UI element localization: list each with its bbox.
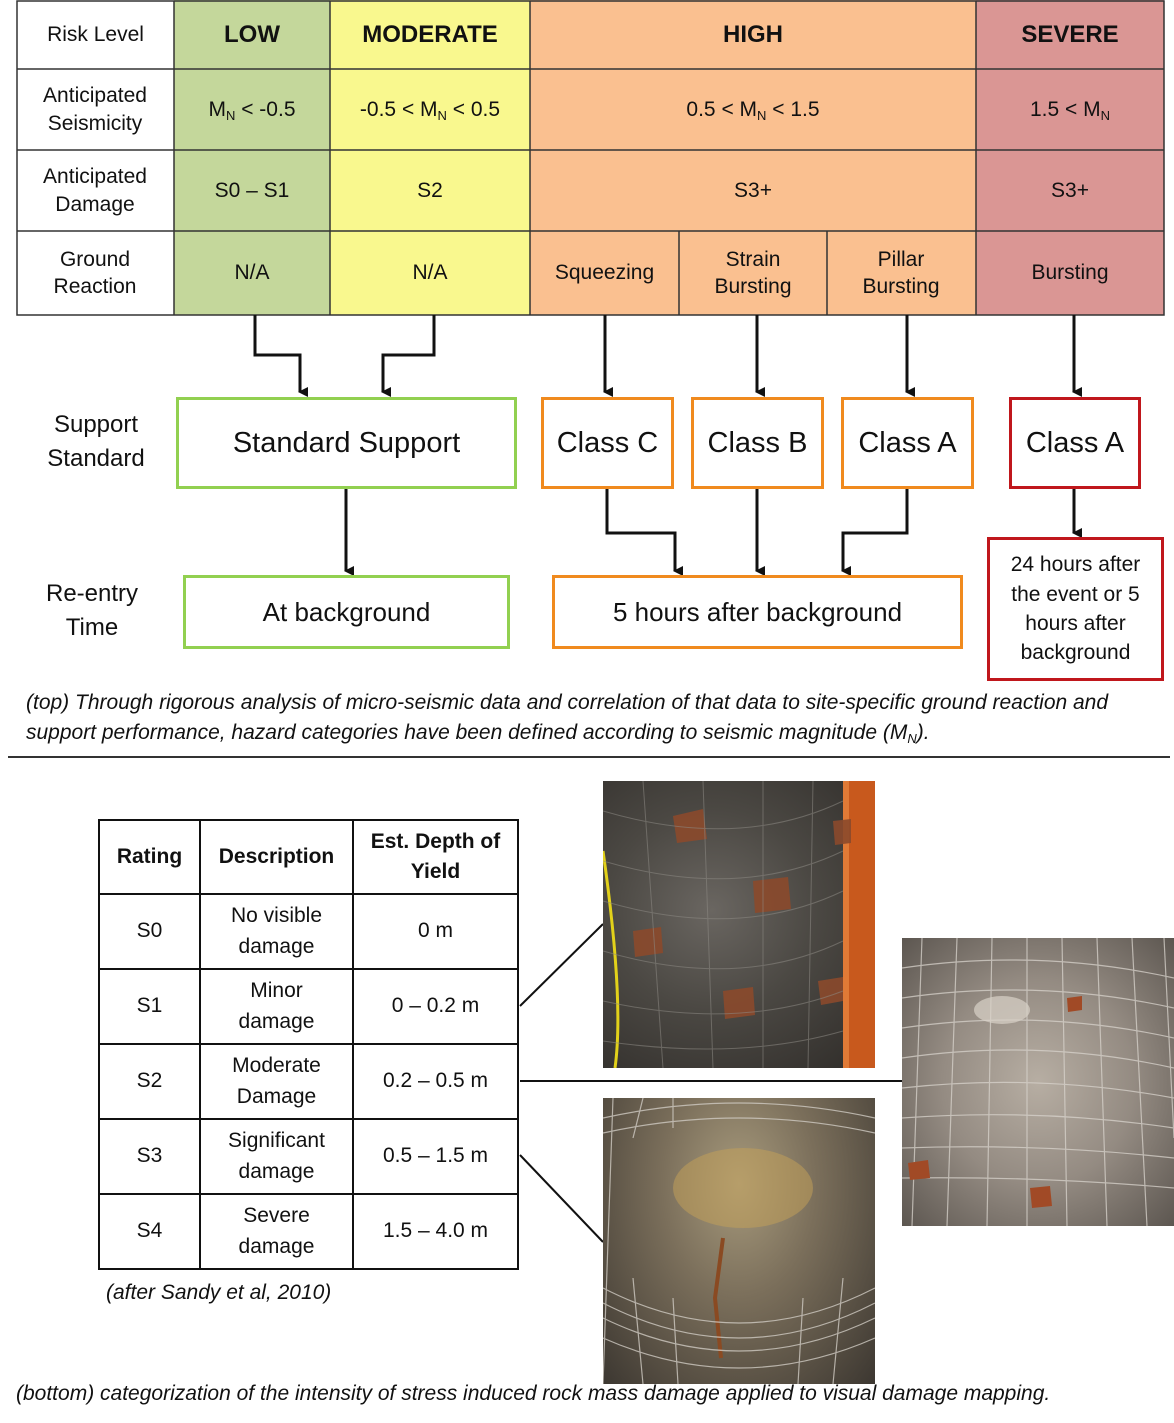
row-1-rating: S1 <box>136 994 163 1018</box>
row-0-depth: 0 m <box>417 919 453 943</box>
rock-damage-photo-s1 <box>603 781 875 1068</box>
row-2-rating: S2 <box>136 1069 163 1093</box>
damage-low: S0 – S1 <box>214 178 290 202</box>
damage-moderate: S2 <box>417 178 443 202</box>
level-high: HIGH <box>723 21 783 49</box>
row-4-rating: S4 <box>136 1219 163 1243</box>
seismicity-low: MN < -0.5 <box>208 97 296 123</box>
standard-support-box: Standard Support <box>176 397 517 489</box>
low-column-bg <box>174 0 330 315</box>
reaction-strain-bursting: Strain Bursting <box>714 247 792 298</box>
table-source: (after Sandy et al, 2010) <box>106 1281 332 1304</box>
level-low: LOW <box>224 21 280 49</box>
rock-damage-photo-s2 <box>902 938 1174 1226</box>
twenty-four-hours-box: 24 hours after the event or 5 hours afte… <box>987 537 1164 681</box>
level-severe: SEVERE <box>1021 21 1119 49</box>
class-b-box: Class B <box>691 397 824 489</box>
section-divider <box>8 756 1170 758</box>
five-hours-box: 5 hours after background <box>552 575 963 649</box>
row-3-rating: S3 <box>136 1144 163 1168</box>
class-c-box: Class C <box>541 397 674 489</box>
arrow-moderate <box>381 315 436 397</box>
seismicity-high: 0.5 < MN < 1.5 <box>686 97 820 123</box>
header-depth: Est. Depth of Yield <box>370 829 501 883</box>
level-moderate: MODERATE <box>362 21 498 49</box>
header-description: Description <box>218 844 335 868</box>
anticipated-seismicity-label: Anticipated Seismicity <box>43 84 147 135</box>
reaction-squeezing: Squeezing <box>554 261 655 285</box>
row-0-description: No visible damage <box>230 904 323 958</box>
row-4-depth: 1.5 – 4.0 m <box>382 1219 489 1243</box>
row-4-description: Severe damage <box>238 1204 315 1258</box>
row-0-rating: S0 <box>136 919 163 943</box>
reaction-moderate: N/A <box>412 261 448 285</box>
caption-top: (top) Through rigorous analysis of micro… <box>26 691 1109 747</box>
damage-table-grid <box>98 819 519 1270</box>
damage-severe: S3+ <box>1051 178 1089 202</box>
reaction-bursting: Bursting <box>1031 261 1109 285</box>
row-2-description: Moderate Damage <box>232 1054 321 1108</box>
seismicity-moderate: -0.5 < MN < 0.5 <box>359 97 501 123</box>
support-standard-label: Support Standard <box>47 411 145 472</box>
header-rating: Rating <box>116 844 183 868</box>
class-a-severe-box: Class A <box>1009 397 1141 489</box>
row-1-description: Minor damage <box>238 979 315 1033</box>
row-3-description: Significant damage <box>228 1129 325 1183</box>
reaction-low: N/A <box>234 261 270 285</box>
anticipated-damage-label: Anticipated Damage <box>43 165 147 216</box>
reaction-pillar-bursting: Pillar Bursting <box>862 247 940 298</box>
seismicity-severe: 1.5 < MN <box>1029 97 1110 123</box>
rock-damage-photo-s3 <box>603 1098 875 1384</box>
row-1-depth: 0 – 0.2 m <box>391 994 480 1018</box>
row-3-depth: 0.5 – 1.5 m <box>382 1144 489 1168</box>
high-column-bg <box>530 0 976 315</box>
damage-high: S3+ <box>734 178 772 202</box>
reentry-time-label: Re-entry Time <box>45 580 139 641</box>
arrow-classc-to-5h <box>605 489 683 576</box>
arrow-classa-to-5h <box>841 489 909 576</box>
flow-arrows <box>253 315 1082 576</box>
arrow-low <box>253 315 308 397</box>
ground-reaction-label: Ground Reaction <box>53 247 137 298</box>
row-2-depth: 0.2 – 0.5 m <box>382 1069 489 1093</box>
at-background-box: At background <box>183 575 510 649</box>
caption-bottom: (bottom) categorization of the intensity… <box>16 1382 1051 1405</box>
moderate-column-bg <box>330 0 530 315</box>
severe-column-bg <box>976 0 1164 315</box>
class-a-high-box: Class A <box>841 397 974 489</box>
risk-level-label: Risk Level <box>47 23 144 47</box>
risk-table-grid <box>16 0 1165 316</box>
